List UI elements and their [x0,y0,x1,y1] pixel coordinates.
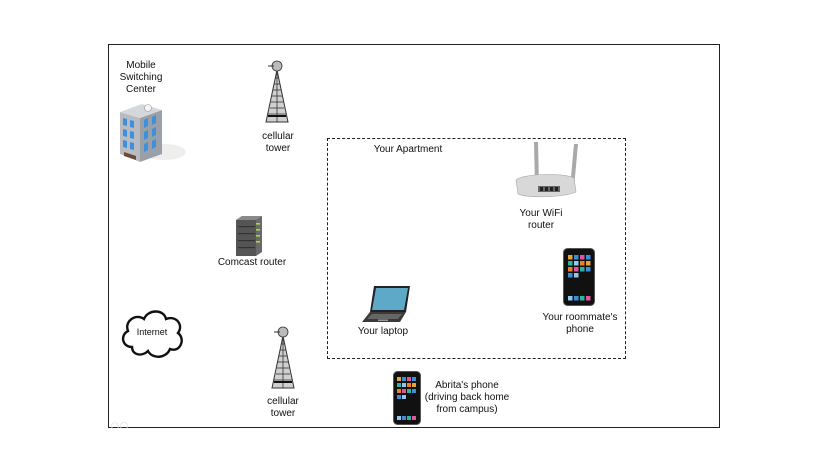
abrita-phone-label: Abrita's phone (driving back home from c… [424,380,510,415]
building-icon [120,104,186,162]
server-icon [236,216,262,256]
wifi-router-label: Your WiFi router [519,208,563,231]
tower-top-label: cellular tower [262,131,294,154]
cell-tower-icon [271,326,295,389]
msc-label: Mobile Switching Center [119,60,163,95]
cell-tower-icon [265,60,289,123]
smartphone-icon [393,371,421,425]
apartment-label: Your Apartment [373,144,443,155]
diagram-frame [108,44,720,428]
wifi-router-icon [515,142,578,198]
apartment-group [327,138,626,359]
watermark-icon [111,422,128,429]
smartphone-icon [563,248,595,306]
laptop-icon [362,286,410,322]
roommate-phone-label: Your roommate's phone [542,312,618,335]
comcast-label: Comcast router [217,257,287,268]
tower-bottom-label: cellular tower [267,396,299,419]
cloud-icon [121,310,183,358]
laptop-label: Your laptop [357,326,409,337]
internet-label: Internet [136,327,168,337]
